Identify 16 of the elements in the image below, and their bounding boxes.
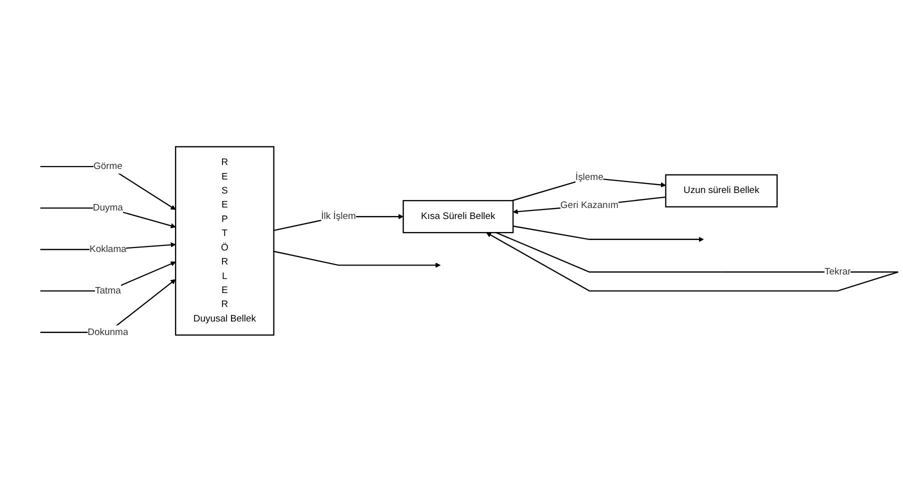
- arrow: [274, 251, 441, 268]
- node-box: RESEPTÖRLER Duyusal Bellek: [175, 146, 274, 336]
- node-box: Kısa Süreli Bellek: [402, 200, 514, 234]
- edge-label: Tekrar: [824, 267, 851, 278]
- edge-label: Duyma: [92, 203, 123, 214]
- arrow: [512, 226, 704, 242]
- arrow: [40, 280, 176, 334]
- edge-label: İlk İşlem: [321, 212, 356, 222]
- edge-label: Görme: [93, 162, 122, 172]
- arrow: [512, 196, 666, 215]
- edge-label: İşleme: [575, 172, 604, 184]
- edge-label: Geri Kazanım: [560, 200, 618, 211]
- edge-label: Tatma: [95, 286, 121, 296]
- edge-label: Dokunma: [88, 328, 128, 338]
- edge-label: Koklama: [90, 244, 126, 255]
- node-box: Uzun süreli Bellek: [665, 174, 778, 208]
